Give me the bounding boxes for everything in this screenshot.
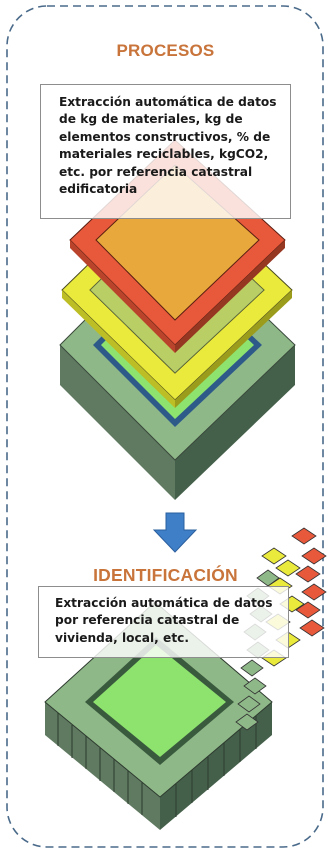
down-arrow-icon — [152, 512, 198, 553]
identificacion-illustration — [44, 527, 327, 830]
multi-unit-building — [44, 601, 273, 830]
identificacion-description-text: Extracción automática de datos por refer… — [55, 596, 273, 645]
procesos-description-box: Extracción automática de datos de kg de … — [40, 84, 291, 219]
procesos-heading: PROCESOS — [116, 41, 215, 60]
identificacion-description-box: Extracción automática de datos por refer… — [38, 586, 289, 658]
dashed-frame — [6, 5, 324, 848]
identificacion-heading: IDENTIFICACIÓN — [93, 565, 238, 585]
procesos-description-text: Extracción automática de datos de kg de … — [59, 95, 277, 197]
